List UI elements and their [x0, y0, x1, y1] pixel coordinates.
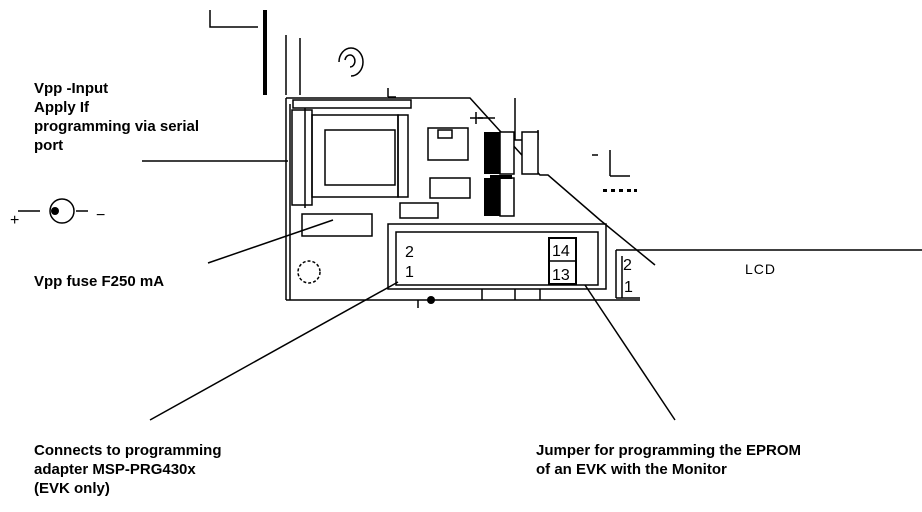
mounting-hole	[297, 260, 321, 284]
leader-vpp-fuse	[207, 219, 334, 264]
power-plus: +	[10, 212, 19, 229]
vpp-fuse-line: Vpp fuse F250 mA	[34, 273, 165, 290]
dark-component	[484, 178, 500, 216]
connector-flange-right	[397, 114, 409, 198]
jumper-pin-14: 14	[552, 243, 570, 260]
dark-component-outline	[521, 131, 539, 175]
connector-outline	[387, 223, 607, 290]
vpp-input-label: Vpp -Input Apply If programming via seri…	[34, 79, 199, 155]
leader-jumper	[584, 284, 676, 421]
lcd-pin-1: 1	[624, 279, 633, 296]
vpp-input-line-1: Vpp -Input	[34, 80, 109, 97]
connects-line-3: (EVK only)	[34, 480, 110, 497]
dot-row	[619, 189, 623, 192]
dark-component	[484, 132, 500, 174]
dot-row	[627, 189, 631, 192]
connector-inner	[324, 129, 396, 186]
lcd-pin-2: 2	[623, 257, 632, 274]
round-component-inner	[344, 54, 356, 68]
connector-flange-left	[291, 109, 313, 206]
dark-component-half	[499, 131, 515, 175]
vpp-input-line-3: programming via serial	[34, 118, 200, 135]
vpp-input-line-4: port	[34, 137, 64, 154]
trace-top-left	[209, 10, 258, 28]
connects-line-1: Connects to programming	[34, 442, 222, 459]
power-jack-pin	[51, 207, 59, 215]
connects-label: Connects to programming adapter MSP-PRG4…	[34, 441, 222, 498]
vpp-input-line-2: Apply If	[34, 99, 89, 116]
small-component	[399, 202, 439, 219]
board-diagonal-edge	[286, 97, 656, 266]
dot-row	[611, 189, 615, 192]
connector-pin-2: 2	[405, 244, 414, 261]
power-minus: −	[96, 207, 105, 224]
jumper-label: Jumper for programming the EPROM of an E…	[536, 441, 801, 479]
connector-inner-outline	[395, 231, 599, 286]
ground-dot	[427, 296, 435, 304]
dark-component-half	[499, 177, 515, 217]
dot-row	[634, 189, 637, 192]
heavy-edge	[263, 10, 267, 95]
jumper-line-2: of an EVK with the Monitor	[536, 461, 727, 478]
fuse-component	[301, 213, 373, 237]
component-bar	[490, 175, 512, 179]
connects-line-2: adapter MSP-PRG430x	[34, 461, 196, 478]
chip-notch	[437, 129, 453, 139]
jumper-pin-13: 13	[552, 267, 570, 284]
leader-connects	[149, 281, 399, 421]
round-component-top	[338, 47, 364, 77]
connector-top-bar	[292, 99, 412, 109]
chip-component	[427, 127, 469, 161]
connector-pin-1: 1	[405, 264, 414, 281]
dot-row	[603, 189, 607, 192]
lcd-label: LCD	[745, 261, 776, 277]
vpp-fuse-label: Vpp fuse F250 mA	[34, 272, 164, 291]
jumper-line-1: Jumper for programming the EPROM	[536, 442, 802, 459]
small-component	[429, 177, 471, 199]
power-jack-outer	[49, 198, 75, 224]
